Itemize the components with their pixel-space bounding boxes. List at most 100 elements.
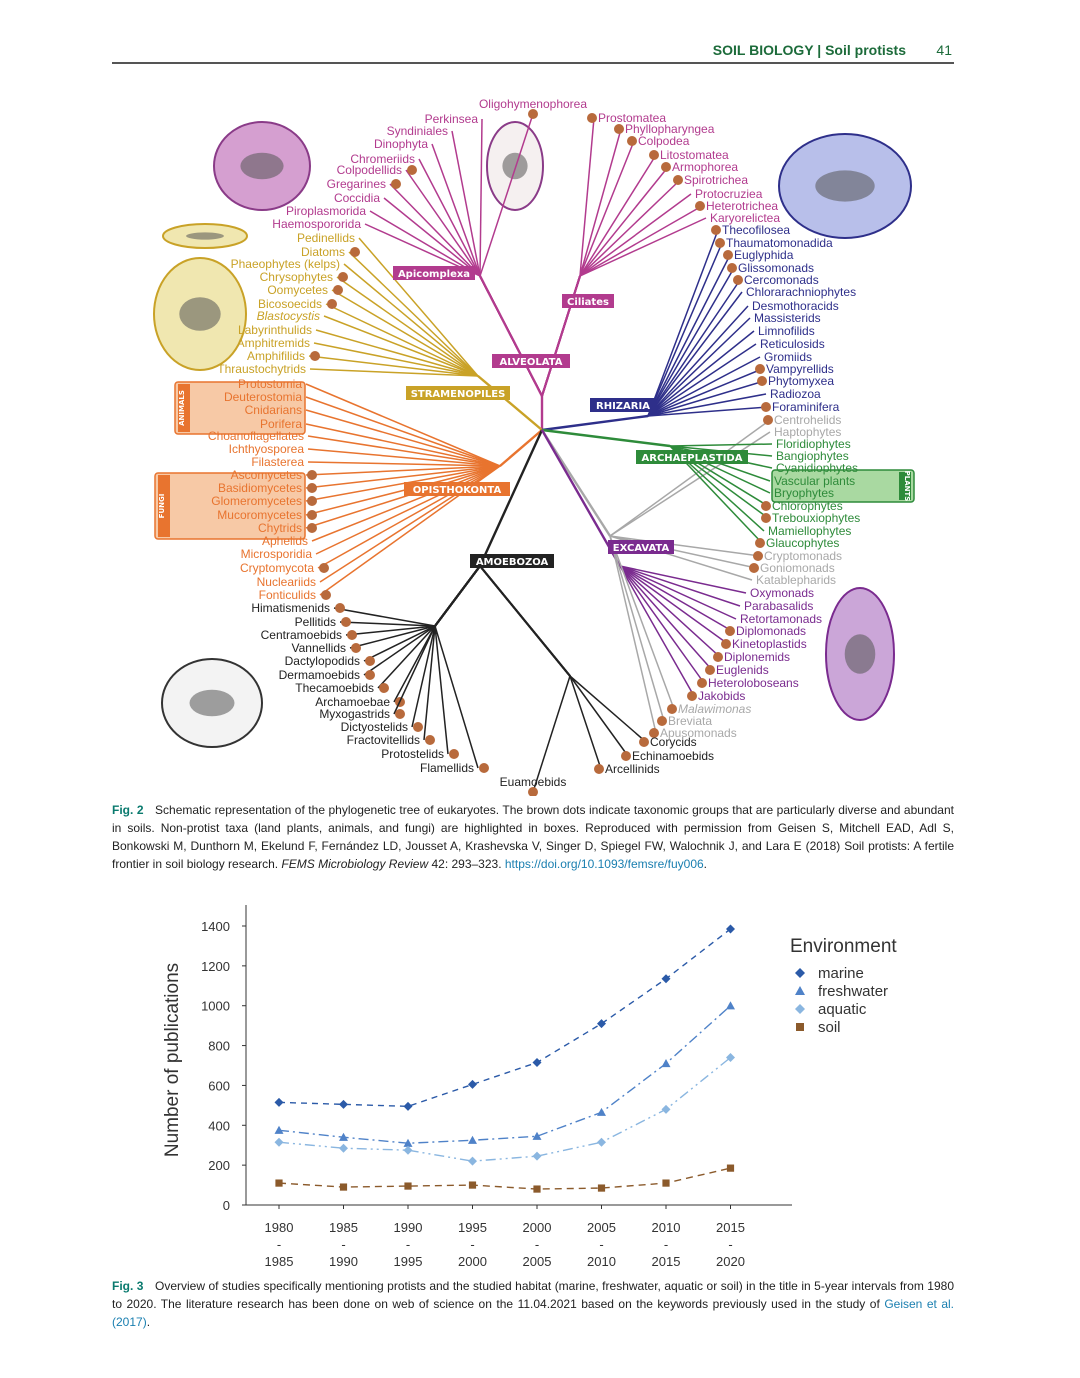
branch-bicosoecids [325,303,479,377]
branch-euamoebids [532,675,571,793]
branch-pellitids [339,621,436,627]
figure-2-caption: Fig. 2 Schematic representation of the p… [112,801,954,873]
taxon-label-heterotrichea: Heterotrichea [706,199,778,213]
branch-pedinellids [358,237,479,377]
taxon-label-vannellids: Vannellids [292,641,346,655]
branch-dactylopodids [363,625,436,662]
branch-chrysophytes [336,276,479,377]
taxon-label-bicosoecids: Bicosoecids [258,297,322,311]
soil-abundance-dot-phytomyxea [757,376,767,386]
clade-label-stramenopiles: STRAMENOPILES [411,389,506,400]
figure-2-doi-link[interactable]: https://doi.org/10.1093/femsre/fuy006 [504,857,704,871]
y-axis-label: Number of publications [162,963,183,1157]
branch-haptophytes [609,431,771,537]
animals-box-label: ANIMALS [178,390,186,426]
branch-ichthyosporea [307,448,501,467]
x-tick-label: 2020 [716,1254,745,1269]
figure-3-label: Fig. 3 [112,1279,144,1293]
y-tick-label: 200 [208,1158,230,1173]
data-point-freshwater [661,1059,671,1068]
taxon-label-apusomonads: Apusomonads [660,726,737,740]
branch-parabasalids [619,565,741,607]
x-tick-label: 2010 [652,1220,681,1235]
clade-label-box-archaeplastida [636,450,748,464]
branch-centrohelids [609,419,771,537]
soil-abundance-dot-litostomatea [649,150,659,160]
data-point-marine [274,1097,284,1107]
x-tick-label: 2000 [523,1220,552,1235]
figure-2-label: Fig. 2 [112,803,144,817]
soil-abundance-dot-bicosoecids [327,299,337,309]
legend-marker-marine [795,968,805,978]
taxon-label-filasterea: Filasterea [251,455,304,469]
data-point-marine [532,1058,542,1068]
branch-chlorarachniophytes [647,291,743,417]
taxon-label-arcellinids: Arcellinids [605,762,660,776]
soil-abundance-dot-fonticulids [321,590,331,600]
taxon-label-diatoms: Diatoms [301,245,345,259]
branch-ascomycetes [305,465,501,476]
figure-2-end: . [703,857,708,871]
page-header: SOIL BIOLOGY | Soil protists 41 [112,38,954,64]
branch-microsporidia [315,465,501,555]
data-point-freshwater [339,1132,348,1141]
taxon-label-blastocystis: Blastocystis [257,309,320,323]
taxon-label-cnidarians: Cnidarians [245,403,302,417]
soil-abundance-dot-spirotrichea [673,175,683,185]
figure-3-reference-link[interactable]: Geisen et al. (2017) [112,1297,954,1329]
taxon-label-centrohelids: Centrohelids [774,413,841,427]
figure-2-text: Schematic representation of the phylogen… [112,803,954,871]
clade-label-amoebozoa: AMOEBOZOA [476,557,549,568]
series-line-freshwater [278,1005,731,1144]
branch-phytomyxea [647,380,765,417]
taxon-label-glaucophytes: Glaucophytes [766,536,839,550]
soil-abundance-dot-diplomonads [725,626,735,636]
fungi-box-label: FUNGI [158,494,166,519]
y-tick-label: 1400 [201,919,230,934]
soil-abundance-dot-dermamoebids [365,670,375,680]
clade-label-box-opisthokonta [404,482,510,496]
branch-thraustochytrids [309,368,479,377]
taxon-label-euglenids: Euglenids [716,663,769,677]
branch-heteroloboseans [619,565,705,684]
soil-abundance-dot-colpodellids [407,165,417,175]
data-point-freshwater [726,1001,735,1010]
soil-abundance-dot-foraminifera [761,402,771,412]
soil-abundance-dot-kinetoplastids [721,639,731,649]
branch-retortamonads [619,565,737,620]
soil-abundance-dot-diplonemids [713,652,723,662]
header-rule [112,62,954,64]
taxon-label-dictyostelids: Dictyostelids [341,720,408,734]
branch-oxymonads [619,565,747,594]
clade-label-box-alveolata [492,354,570,368]
branch-protostelids [434,625,449,755]
branch-radiozoa [647,393,767,417]
soil-abundance-dot-thecofilosea [711,225,721,235]
taxon-label-mamiellophytes: Mamiellophytes [768,524,851,538]
taxon-label-flamellids: Flamellids [420,761,474,775]
taxon-label-chrysophytes: Chrysophytes [260,270,333,284]
soil-abundance-dot-oomycetes [333,285,343,295]
branch-amphifilids [308,355,479,377]
branch-glomeromycetes [305,465,501,502]
taxon-label-coccidia: Coccidia [334,191,380,205]
data-point-soil [726,1164,735,1172]
branch-deuterostomia [305,396,501,467]
taxon-label-amphitremids: Amphitremids [237,336,310,350]
series-line-marine [278,928,731,1108]
soil-abundance-dot-diatoms [350,247,360,257]
x-tick-label: 1980 [265,1220,294,1235]
data-point-marine [339,1099,348,1109]
data-point-aquatic [726,1053,735,1063]
x-tick-label: - [599,1237,603,1252]
taxon-label-armophorea: Armophorea [672,160,738,174]
taxon-label-oxymonads: Oxymonads [750,586,814,600]
branch-fractovitellids [423,625,436,741]
branch-chromeriids [418,158,481,277]
data-point-aquatic [468,1156,477,1166]
branch-phaeophytes-kelps [343,263,479,377]
branch-massisterids [647,317,751,417]
taxon-label-bangiophytes: Bangiophytes [776,449,849,463]
taxon-label-litostomatea: Litostomatea [660,148,729,162]
taxon-label-vampyrellids: Vampyrellids [766,362,834,376]
